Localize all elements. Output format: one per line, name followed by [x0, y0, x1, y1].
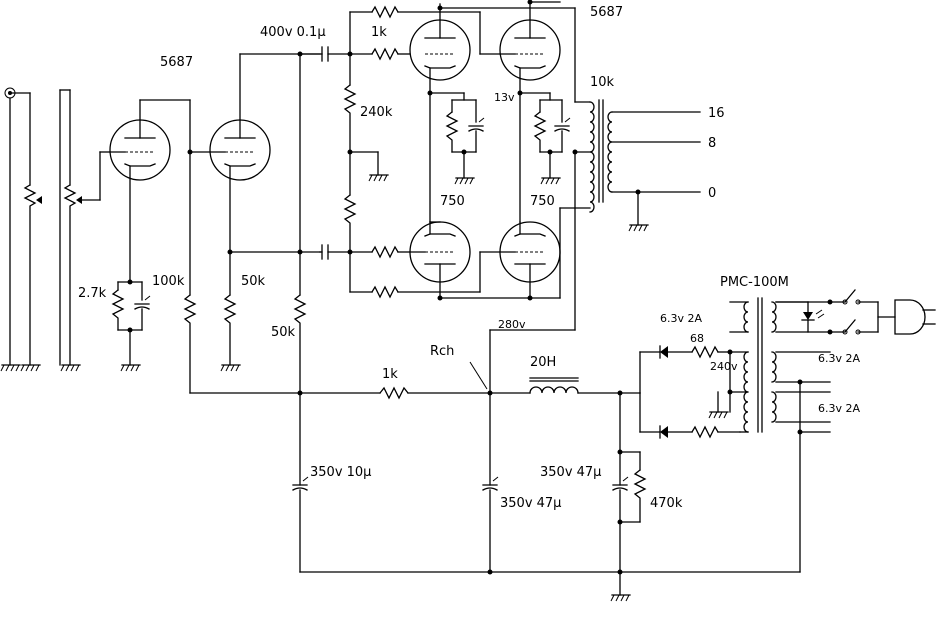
tap-16-label: 16: [708, 106, 725, 121]
b-plus-voltage-label: 280v: [498, 318, 526, 331]
bias-label-left: 750: [440, 194, 465, 209]
grid-stopper-label: 1k: [371, 25, 387, 40]
b-plus-rail: [189, 329, 576, 400]
tube-v1a: [109, 99, 191, 283]
heater-label-1: 6.3v 2A: [660, 312, 702, 325]
bleeder-label: 470k: [650, 496, 683, 511]
filter-cap-mid: [482, 392, 499, 575]
plate-load-label-1: 100k: [152, 274, 185, 289]
output-tube-bottom-right: [499, 221, 561, 301]
tap-0-label: 0: [708, 186, 716, 201]
rch-label: Rch: [430, 344, 454, 359]
mains-plug: [877, 299, 936, 335]
tap-8-label: 8: [708, 136, 716, 151]
output-tube-top-right: [499, 0, 561, 94]
choke-label: 20H: [530, 355, 556, 370]
volume-pot: [23, 151, 111, 366]
power-switch-and-led: [775, 289, 879, 335]
plate-load-resistor-3: [293, 51, 307, 394]
output-tube-top-left: [409, 5, 471, 94]
cathode-bias-left: [427, 90, 485, 223]
tube-v1b: [209, 53, 321, 372]
grid-stoppers: [349, 5, 501, 299]
bias-label-right: 750: [530, 194, 555, 209]
tube-label-output: 5687: [590, 5, 623, 20]
grid-leak-label: 240k: [360, 105, 393, 120]
diode-resistor-label: 68: [690, 332, 704, 345]
output-transformer: [572, 99, 701, 331]
tube-label-driver: 5687: [160, 55, 193, 70]
power-transformer-label: PMC-100M: [720, 275, 789, 290]
cathode-network-v1: [111, 279, 151, 372]
filter-cap-label-left: 350v 10µ: [310, 465, 371, 480]
filter-cap-label-mid: 350v 47µ: [500, 496, 561, 511]
coupling-cap-label: 400v 0.1µ: [260, 25, 326, 40]
grid-leak-network: [343, 11, 389, 293]
input-jack: [4, 87, 71, 366]
cathode-voltage-label: 13v: [494, 91, 515, 104]
ground-symbols-input: [0, 364, 81, 372]
cathode-resistor-label: 2.7k: [78, 286, 107, 301]
coupling-capacitors: [299, 46, 351, 260]
heater-label-3: 6.3v 2A: [818, 402, 860, 415]
plate-load-resistor-1: [183, 99, 211, 394]
plate-load-label-3: 50k: [271, 325, 296, 340]
plate-wiring: [439, 1, 591, 299]
ground-bus: [299, 431, 801, 573]
rectifier-diodes: [639, 345, 741, 439]
plate-load-label-2: 50k: [241, 274, 266, 289]
filter-cap-label-right: 350v 47µ: [540, 465, 601, 480]
ht-voltage-label: 240v: [710, 360, 738, 373]
output-tube-bottom-left: [409, 221, 471, 301]
filter-cap-left: [292, 392, 309, 573]
filter-cap-right: [610, 392, 647, 602]
heater-label-2: 6.3v 2A: [818, 352, 860, 365]
opt-primary-label: 10k: [590, 75, 615, 90]
series-resistor-label: 1k: [382, 367, 398, 382]
cathode-bias-right: [517, 90, 571, 223]
choke-20h: [529, 377, 641, 396]
